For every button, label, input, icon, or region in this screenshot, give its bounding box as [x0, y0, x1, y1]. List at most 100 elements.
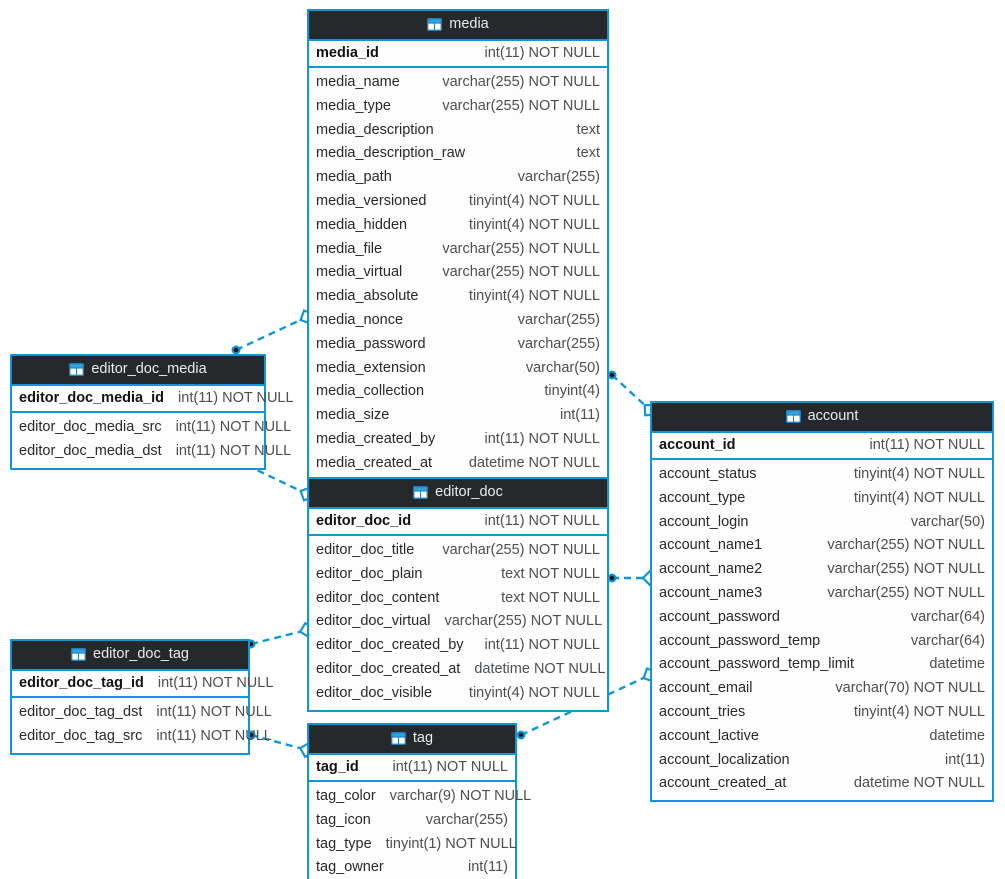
column-type: tinyint(4) NOT NULL [853, 489, 985, 506]
column-type: tinyint(4) NOT NULL [853, 466, 985, 482]
column-type: varchar(50) [910, 513, 985, 530]
entity-title: account [807, 408, 859, 424]
column-type: varchar(50) [525, 359, 600, 376]
column-type: int(11) NOT NULL [156, 727, 272, 744]
column-row[interactable]: media_extension varchar(50) [309, 357, 607, 381]
column-row[interactable]: editor_doc_plain text NOT NULL [309, 563, 607, 587]
column-type: int(11) NOT NULL [156, 704, 272, 720]
column-type: text NOT NULL [501, 565, 600, 582]
entity-header-tag[interactable]: tag [309, 725, 515, 755]
column-name: editor_doc_plain [316, 565, 423, 582]
column-name: media_password [316, 335, 426, 352]
entity-header-account[interactable]: account [652, 403, 992, 433]
entity-header-editor_doc_media[interactable]: editor_doc_media [12, 356, 264, 386]
column-row[interactable]: editor_doc_content text NOT NULL [309, 587, 607, 611]
column-name: media_extension [316, 359, 426, 376]
column-name: editor_doc_media_id [19, 390, 165, 406]
column-name: account_id [659, 437, 736, 453]
column-name: editor_doc_created_by [316, 637, 464, 654]
column-type: int(11) NOT NULL [392, 759, 509, 775]
column-name: editor_doc_content [316, 589, 440, 606]
rel-media-account [607, 370, 657, 417]
entity-header-editor_doc[interactable]: editor_doc [309, 479, 607, 509]
entity-title: tag [412, 730, 434, 746]
column-name: account_tries [659, 703, 746, 720]
column-name: account_password_temp_limit [659, 656, 855, 673]
column-name: account_password [659, 608, 780, 625]
column-type: int(11) NOT NULL [869, 437, 986, 453]
primary-key-row[interactable]: account_id int(11) NOT NULL [652, 433, 992, 460]
column-type: varchar(255) NOT NULL [444, 613, 603, 630]
column-name: account_name1 [659, 537, 763, 554]
relationship-endpoint-dot [607, 573, 617, 583]
rel-editor_doc_media-media [231, 309, 315, 355]
column-type: tinyint(4) NOT NULL [468, 216, 600, 233]
column-name: account_created_at [659, 775, 787, 792]
column-type: text [576, 121, 600, 138]
relationship-endpoint-dot [607, 370, 617, 380]
column-type: int(11) NOT NULL [157, 675, 274, 691]
table-icon [785, 410, 801, 423]
entity-header-media[interactable]: media [309, 11, 607, 41]
relationship-endpoint-dot [516, 730, 526, 740]
entity-header-editor_doc_tag[interactable]: editor_doc_tag [12, 641, 248, 671]
column-type: text NOT NULL [501, 589, 600, 606]
column-name: editor_doc_id [316, 513, 412, 529]
